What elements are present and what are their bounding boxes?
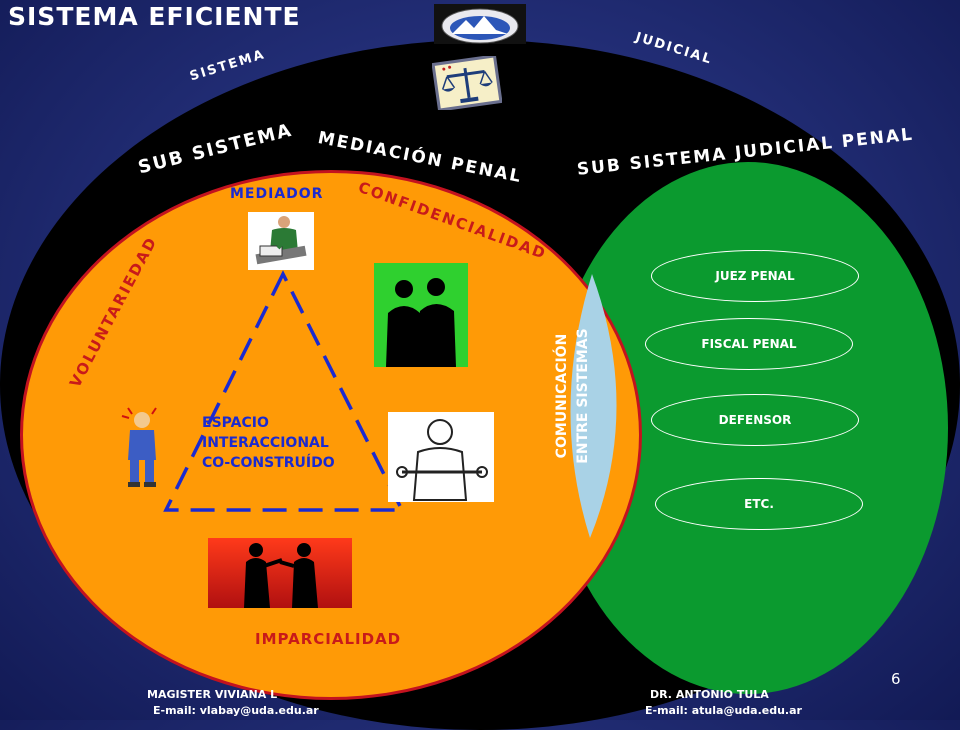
university-logo bbox=[434, 4, 526, 44]
role-juez-penal-label: JUEZ PENAL bbox=[715, 269, 795, 283]
mediator-clipart bbox=[248, 212, 314, 270]
communication-line-1: COMUNICACIÓN bbox=[554, 333, 570, 459]
footer-left-name: MAGISTER VIVIANA L bbox=[147, 688, 278, 701]
espacio-line-3: CO-CONSTRUÍDO bbox=[202, 455, 335, 471]
role-fiscal-penal: FISCAL PENAL bbox=[645, 318, 853, 370]
sad-person-clipart bbox=[388, 412, 494, 502]
angry-person-clipart bbox=[121, 407, 157, 487]
arguing-people-silhouette-clipart bbox=[208, 538, 352, 608]
role-defensor: DEFENSOR bbox=[651, 394, 859, 446]
role-etc-label: ETC. bbox=[744, 497, 774, 511]
page-title: SISTEMA EFICIENTE bbox=[8, 2, 301, 31]
footer-right-name: DR. ANTONIO TULA bbox=[650, 688, 769, 701]
role-defensor-label: DEFENSOR bbox=[718, 413, 792, 427]
espacio-line-2: INTERACCIONAL bbox=[202, 435, 329, 451]
role-juez-penal: JUEZ PENAL bbox=[651, 250, 859, 302]
scales-of-justice-icon bbox=[432, 56, 502, 110]
communication-line-2: ENTRE SISTEMAS bbox=[575, 328, 591, 464]
role-fiscal-penal-label: FISCAL PENAL bbox=[701, 337, 797, 351]
label-imparcialidad: IMPARCIALIDAD bbox=[255, 630, 402, 648]
mediation-triangle bbox=[163, 270, 405, 512]
sub-sistema-mediacion-penal-ellipse bbox=[20, 170, 642, 700]
role-etc: ETC. bbox=[655, 478, 863, 530]
footer-left-email: E-mail: vlabay@uda.edu.ar bbox=[153, 704, 319, 717]
espacio-line-1: ESPACIO bbox=[202, 415, 269, 431]
page-number: 6 bbox=[891, 670, 901, 688]
communication-lens bbox=[570, 274, 617, 538]
label-mediador: MEDIADOR bbox=[230, 186, 324, 202]
espacio-interaccional-text: ESPACIO INTERACCIONAL CO-CONSTRUÍDO bbox=[202, 413, 335, 473]
footer-right-email: E-mail: atula@uda.edu.ar bbox=[645, 704, 802, 717]
two-people-silhouette-clipart bbox=[374, 263, 468, 367]
